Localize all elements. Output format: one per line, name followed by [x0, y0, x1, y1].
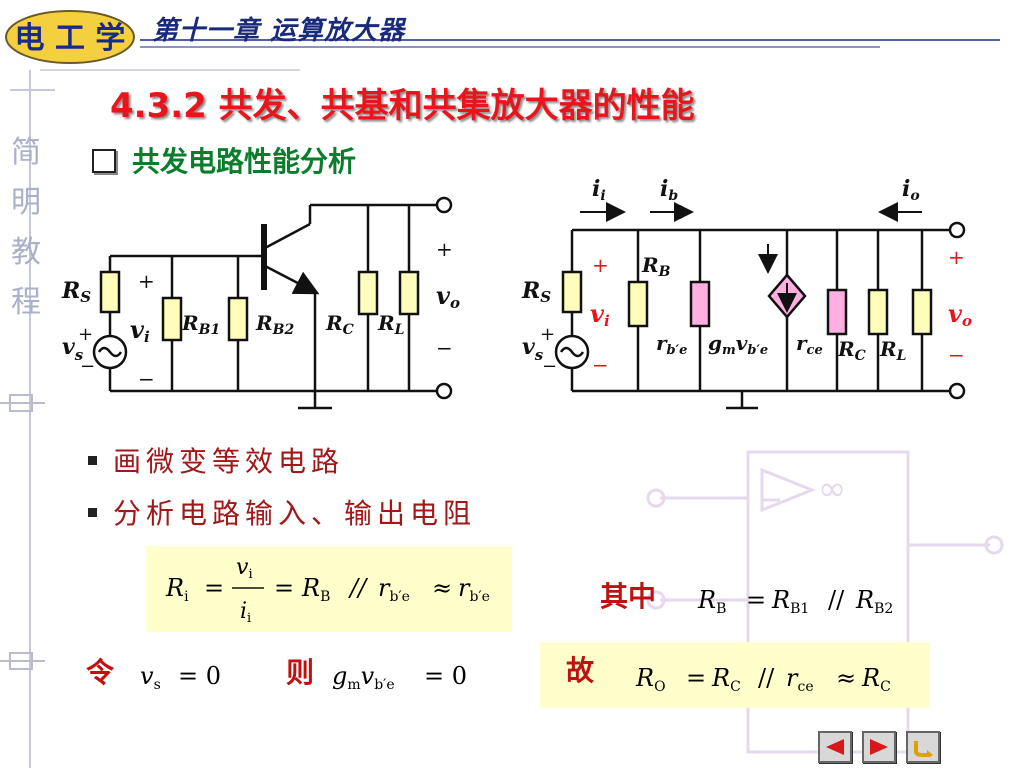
svg-text:RB2: RB2 — [855, 586, 893, 617]
svg-text:=: = — [274, 574, 294, 602]
svg-text:gmvb′e: gmvb′e — [708, 331, 768, 358]
svg-text:RB2: RB2 — [255, 311, 294, 338]
svg-text:+: + — [78, 324, 93, 345]
svg-text:+: + — [592, 253, 609, 277]
svg-text:rb′e: rb′e — [656, 331, 687, 358]
section-title: 4.3.2 共发、共基和共集放大器的性能 — [110, 86, 695, 126]
svg-text:vi: vi — [236, 555, 253, 582]
svg-text://: // — [758, 664, 775, 692]
svg-text:=: = — [686, 664, 706, 692]
list-item: 分析电路输入、输出电阻 — [88, 492, 476, 544]
svg-text:vi: vi — [130, 315, 150, 346]
bullet-text: 分析电路输入、输出电阻 — [113, 497, 477, 530]
svg-text:+: + — [436, 237, 453, 261]
input-resistance-equation: Ri = vi ii = RB // rb′e ≈ rb′e — [146, 546, 512, 632]
subsection-title: 共发电路性能分析 — [92, 140, 356, 180]
svg-text:RB: RB — [641, 253, 671, 280]
sidebar-char: 简 — [11, 135, 41, 170]
svg-text:RS: RS — [61, 278, 91, 306]
subsection-label: 共发电路性能分析 — [132, 145, 357, 178]
svg-text:−: − — [948, 343, 965, 367]
chapter-title: 第十一章 运算放大器 — [152, 16, 406, 46]
svg-text:其中: 其中 — [600, 580, 656, 613]
sidebar-char: 明 — [11, 185, 41, 220]
logo: 电 工 学 — [5, 10, 135, 64]
svg-text:∞: ∞ — [818, 469, 846, 509]
svg-text:RL: RL — [377, 311, 405, 338]
svg-text:+: + — [948, 245, 965, 269]
svg-text:−: − — [542, 356, 557, 377]
svg-text:≈: ≈ — [432, 574, 452, 602]
svg-text:vs: vs — [522, 334, 544, 364]
svg-text:rce: rce — [786, 664, 814, 695]
return-icon — [914, 741, 933, 757]
svg-text:+: + — [540, 324, 555, 345]
left-circuit-labels: RS vs + − + − vi RB1 RB2 RC RL + vo − — [61, 237, 460, 391]
svg-text:则: 则 — [286, 656, 314, 689]
right-circuit-labels: ii ib io RS vs + − + vi − RB rb′e gmvb′e… — [521, 176, 972, 377]
output-resistance-equation: 故 RO = RC // rce ≈ RC — [540, 642, 930, 708]
svg-text:≈: ≈ — [836, 664, 856, 692]
svg-text:Ri: Ri — [165, 574, 189, 605]
svg-text:= 0: = 0 — [178, 662, 221, 690]
svg-text:−: − — [592, 353, 609, 377]
svg-text:RB: RB — [301, 574, 330, 605]
svg-text:ii: ii — [240, 599, 251, 626]
prev-button[interactable] — [818, 731, 852, 763]
svg-text:rb′e: rb′e — [378, 574, 410, 605]
svg-text://: // — [828, 586, 845, 614]
svg-text:vs: vs — [62, 334, 84, 364]
svg-text:−: − — [138, 367, 155, 391]
svg-text:= 0: = 0 — [424, 662, 467, 690]
bullet-list: 画微变等效电路 分析电路输入、输出电阻 — [88, 440, 476, 544]
common-emitter-circuit — [92, 196, 453, 410]
svg-text:io: io — [902, 176, 920, 204]
svg-text:RC: RC — [325, 311, 354, 338]
logo-text: 电 工 学 — [15, 21, 126, 56]
svg-text:vo: vo — [436, 281, 460, 312]
svg-text:ii: ii — [592, 176, 606, 204]
next-button[interactable] — [862, 731, 896, 763]
list-item: 画微变等效电路 — [88, 440, 476, 492]
svg-text://: // — [348, 574, 369, 602]
svg-text:=: = — [204, 574, 224, 602]
svg-text:+: + — [138, 269, 155, 293]
checkbox-icon — [92, 149, 116, 173]
svg-text:RO: RO — [635, 664, 666, 695]
svg-text:RC: RC — [837, 337, 866, 364]
next-icon — [870, 739, 888, 755]
svg-text:=: = — [746, 586, 766, 614]
svg-text:RL: RL — [879, 337, 907, 364]
svg-text:−: − — [80, 356, 95, 377]
svg-text:令: 令 — [86, 656, 115, 689]
bullet-text: 画微变等效电路 — [113, 445, 345, 478]
svg-text:vi: vi — [590, 299, 610, 330]
rb-note-equation: 其中 RB = RB1 // RB2 — [600, 580, 893, 617]
bullet-icon — [88, 456, 97, 465]
condition-equations: 令 vs = 0 则 gmvb′e = 0 — [86, 656, 467, 693]
sidebar-char: 教 — [11, 235, 41, 270]
sidebar-text: 简 明 教 程 — [8, 128, 44, 328]
svg-text:故: 故 — [566, 654, 594, 687]
svg-text:rb′e: rb′e — [458, 574, 490, 605]
svg-text:RC: RC — [711, 664, 741, 695]
svg-text:ib: ib — [660, 176, 678, 204]
svg-text:RB1: RB1 — [771, 586, 809, 617]
svg-text:RS: RS — [521, 278, 551, 306]
bullet-icon — [88, 508, 97, 517]
svg-text:−: − — [436, 336, 453, 360]
sidebar-char: 程 — [11, 285, 41, 320]
svg-text:vs: vs — [140, 662, 161, 693]
svg-text:gmvb′e: gmvb′e — [332, 662, 395, 693]
svg-text:RB: RB — [697, 586, 726, 617]
svg-text:rce: rce — [796, 331, 823, 358]
svg-text:RB1: RB1 — [181, 311, 220, 338]
svg-text:RC: RC — [861, 664, 891, 695]
svg-text:vo: vo — [948, 299, 972, 330]
prev-icon — [826, 739, 844, 755]
return-button[interactable] — [906, 731, 940, 763]
small-signal-equivalent-circuit — [554, 202, 966, 410]
